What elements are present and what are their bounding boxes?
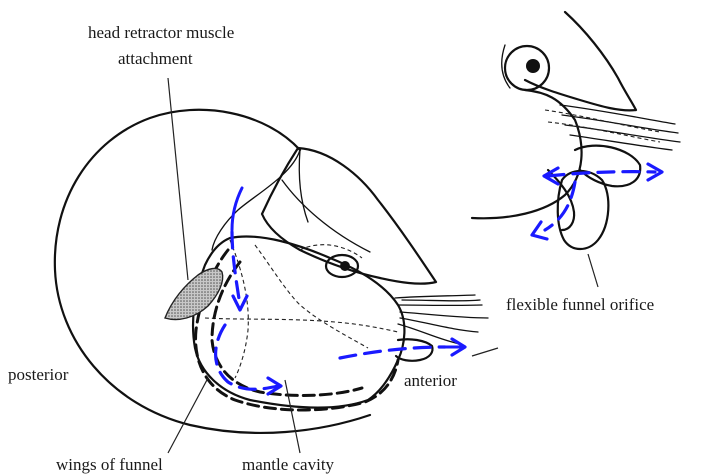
inset-funnel-upper [575, 146, 640, 187]
label-wings-of-funnel: wings of funnel [56, 456, 163, 475]
leader-flexible-funnel [588, 254, 598, 287]
hood-fold-2 [299, 150, 308, 222]
eye-inset [505, 46, 549, 90]
label-head-retractor-line2: attachment [118, 50, 193, 69]
funnel-wing-inner [212, 262, 362, 395]
label-mantle-cavity: mantle cavity [242, 456, 334, 475]
label-posterior: posterior [8, 366, 68, 385]
inflow-solid [232, 188, 242, 230]
tentacles-inset [545, 105, 680, 150]
leader-head-retractor [168, 78, 188, 280]
hood-fold [282, 180, 370, 252]
inset-shell [472, 90, 582, 218]
label-anterior: anterior [404, 372, 457, 391]
internal-line-3 [205, 318, 398, 332]
leader-lines [168, 78, 598, 453]
internal-line-4 [300, 245, 362, 258]
eye-main [326, 255, 358, 277]
inset-funnel-detail [472, 12, 680, 249]
inset-hood [525, 12, 636, 110]
leader-anterior [472, 348, 498, 356]
tentacles-main [395, 295, 488, 344]
body-outline [193, 236, 404, 407]
label-flexible-funnel-orifice: flexible funnel orifice [506, 296, 654, 315]
internal-line-2 [255, 245, 368, 348]
leader-wings-of-funnel [168, 378, 208, 453]
leader-mantle-cavity [285, 380, 300, 453]
inflow-dashed [232, 232, 240, 305]
label-head-retractor-line1: head retractor muscle [88, 24, 234, 43]
